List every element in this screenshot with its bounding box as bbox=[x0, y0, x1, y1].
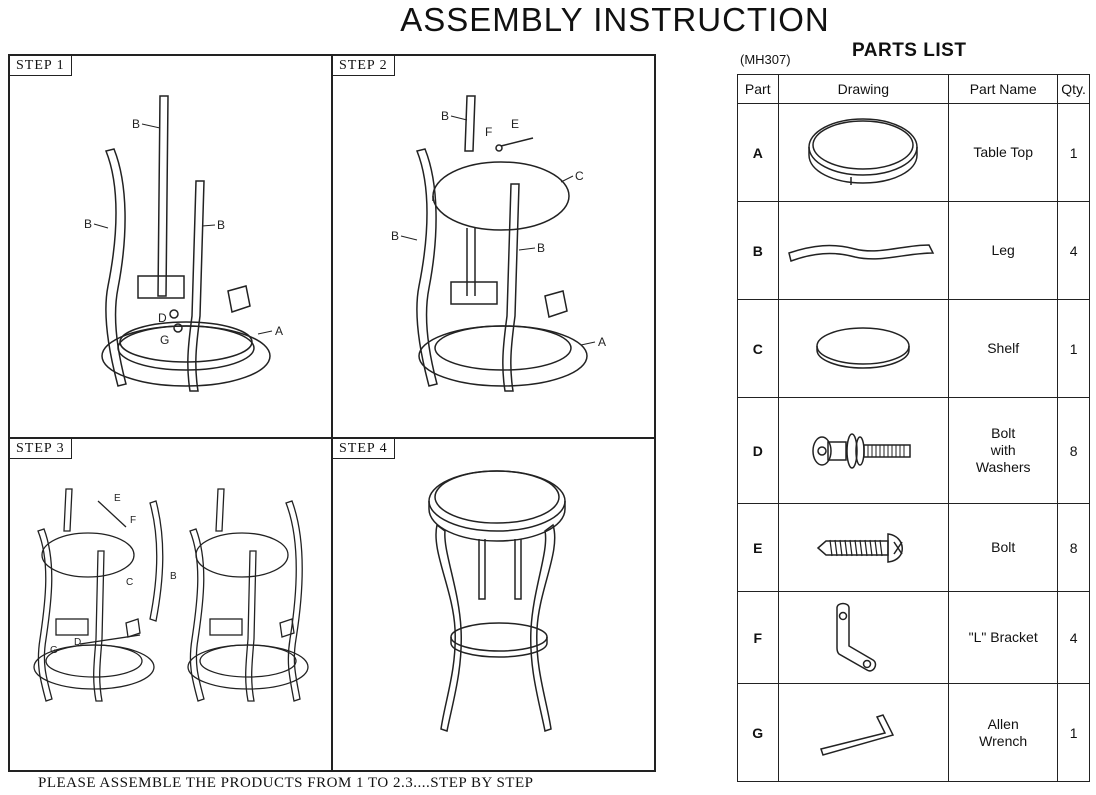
part-name: Shelf bbox=[948, 299, 1059, 398]
allen-wrench-drawing bbox=[777, 683, 950, 782]
step-4-illustration bbox=[428, 470, 566, 732]
part-letter: C bbox=[737, 299, 779, 398]
part-letter: A bbox=[737, 103, 779, 202]
part-qty: 8 bbox=[1057, 503, 1090, 592]
step-1-panel: B B B D G A STEP 1 bbox=[9, 55, 332, 438]
step-1-illustration: B B B D G A bbox=[84, 95, 283, 392]
part-letter: G bbox=[737, 683, 779, 782]
step-3-callout-d: D bbox=[74, 637, 81, 648]
step-3-callout-b: B bbox=[170, 571, 177, 582]
step-3-panel: E F C B D G STEP 3 bbox=[9, 438, 332, 771]
assembly-footer-note: PLEASE ASSEMBLE THE PRODUCTS FROM 1 TO 2… bbox=[38, 775, 534, 791]
parts-list-table: Part Drawing Part Name Qty. A Table Top … bbox=[737, 74, 1090, 782]
step-3-illustration: E F C B D G bbox=[33, 488, 309, 702]
part-name: Allen Wrench bbox=[948, 683, 1059, 782]
l-bracket-drawing bbox=[777, 591, 950, 684]
step-1-label: STEP 1 bbox=[10, 56, 72, 76]
part-letter: F bbox=[737, 591, 779, 684]
step-2-label: STEP 2 bbox=[333, 56, 395, 76]
shelf-drawing bbox=[777, 299, 950, 398]
step-2-callout-b-2: B bbox=[391, 229, 399, 243]
step-3-callout-g: G bbox=[50, 645, 58, 656]
part-qty: 1 bbox=[1057, 683, 1090, 782]
table-row: C Shelf 1 bbox=[737, 299, 1090, 398]
bolt-with-washers-drawing bbox=[777, 397, 950, 504]
table-row: D bbox=[737, 397, 1090, 504]
step-2-panel: B F E C B B A STEP 2 bbox=[332, 55, 655, 438]
parts-header-row: Part Drawing Part Name Qty. bbox=[737, 74, 1090, 104]
part-qty: 1 bbox=[1057, 299, 1090, 398]
part-letter: E bbox=[737, 503, 779, 592]
step-4-label: STEP 4 bbox=[333, 439, 395, 459]
parts-list-heading: PARTS LIST bbox=[852, 40, 967, 61]
table-row: B Leg 4 bbox=[737, 201, 1090, 300]
part-letter: B bbox=[737, 201, 779, 300]
step-3-callout-f: F bbox=[130, 515, 136, 526]
step-2-callout-e: E bbox=[511, 117, 519, 131]
part-name: Bolt bbox=[948, 503, 1059, 592]
steps-grid: B B B D G A STEP 1 bbox=[8, 54, 656, 772]
step-2-callout-c: C bbox=[575, 169, 584, 183]
step-3-label: STEP 3 bbox=[10, 439, 72, 459]
column-header-part: Part bbox=[737, 74, 779, 104]
table-row: F "L" Bracket 4 bbox=[737, 591, 1090, 684]
step-1-callout-d: D bbox=[158, 311, 167, 325]
part-qty: 8 bbox=[1057, 397, 1090, 504]
step-2-callout-a: A bbox=[598, 335, 606, 349]
column-header-drawing: Drawing bbox=[777, 74, 950, 104]
part-qty: 1 bbox=[1057, 103, 1090, 202]
part-name: Bolt with Washers bbox=[948, 397, 1059, 504]
model-number: (MH307) bbox=[740, 52, 791, 67]
step-1-callout-b-2: B bbox=[84, 217, 92, 231]
table-row: E bbox=[737, 503, 1090, 592]
part-name: Table Top bbox=[948, 103, 1059, 202]
column-header-qty: Qty. bbox=[1057, 74, 1090, 104]
bolt-drawing bbox=[777, 503, 950, 592]
part-name: Leg bbox=[948, 201, 1059, 300]
step-2-callout-b-3: B bbox=[537, 241, 545, 255]
part-qty: 4 bbox=[1057, 591, 1090, 684]
part-letter: D bbox=[737, 397, 779, 504]
column-header-part-name: Part Name bbox=[948, 74, 1059, 104]
step-3-callout-e: E bbox=[114, 493, 121, 504]
step-1-callout-a: A bbox=[275, 324, 283, 338]
step-1-callout-g: G bbox=[160, 333, 169, 347]
leg-drawing bbox=[777, 201, 950, 300]
step-1-callout-b-1: B bbox=[132, 117, 140, 131]
part-name: "L" Bracket bbox=[948, 591, 1059, 684]
step-3-callout-c: C bbox=[126, 577, 133, 588]
step-4-panel: STEP 4 bbox=[332, 438, 655, 771]
table-row: A Table Top 1 bbox=[737, 103, 1090, 202]
step-2-callout-b-1: B bbox=[441, 109, 449, 123]
step-2-illustration: B F E C B B A bbox=[391, 95, 606, 392]
step-2-callout-f: F bbox=[485, 125, 492, 139]
step-1-callout-b-3: B bbox=[217, 218, 225, 232]
page-title: ASSEMBLY INSTRUCTION bbox=[400, 1, 830, 38]
part-qty: 4 bbox=[1057, 201, 1090, 300]
table-top-drawing bbox=[777, 103, 950, 202]
table-row: G Allen Wrench 1 bbox=[737, 683, 1090, 782]
